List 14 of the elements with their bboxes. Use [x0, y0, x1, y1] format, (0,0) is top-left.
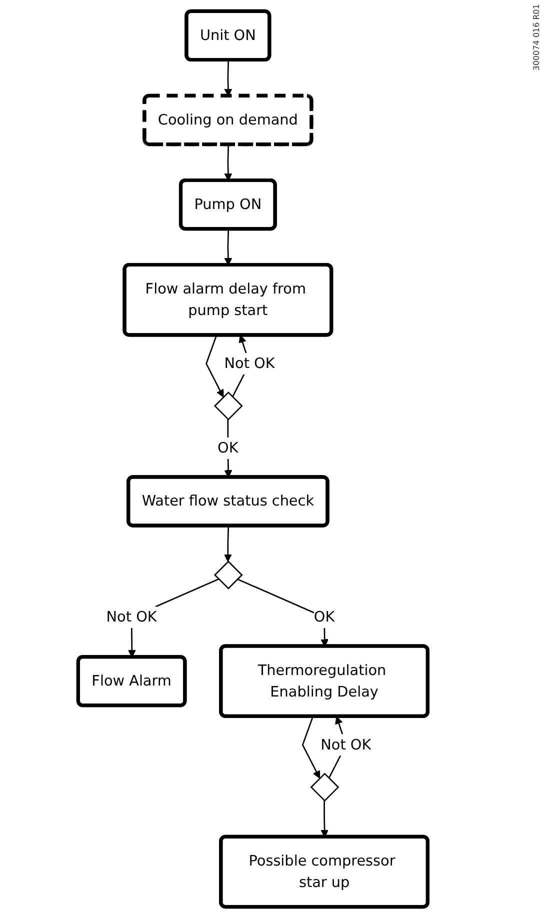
- edge-label: Not OK: [224, 354, 274, 372]
- node-diamond: [213, 392, 242, 420]
- arrow: [301, 716, 320, 779]
- node-diamond: [213, 560, 242, 590]
- edge-label: OK: [313, 608, 334, 626]
- node-diamond: [310, 772, 339, 802]
- arrow: [224, 526, 232, 562]
- edge-label: Not OK: [320, 736, 371, 754]
- document-code: 300074 016 R01: [532, 4, 541, 71]
- edge-label: OK: [217, 439, 238, 456]
- arrow: [205, 335, 224, 398]
- arrow: [236, 578, 328, 647]
- arrow: [320, 800, 328, 838]
- edge-label: Not OK: [106, 608, 156, 626]
